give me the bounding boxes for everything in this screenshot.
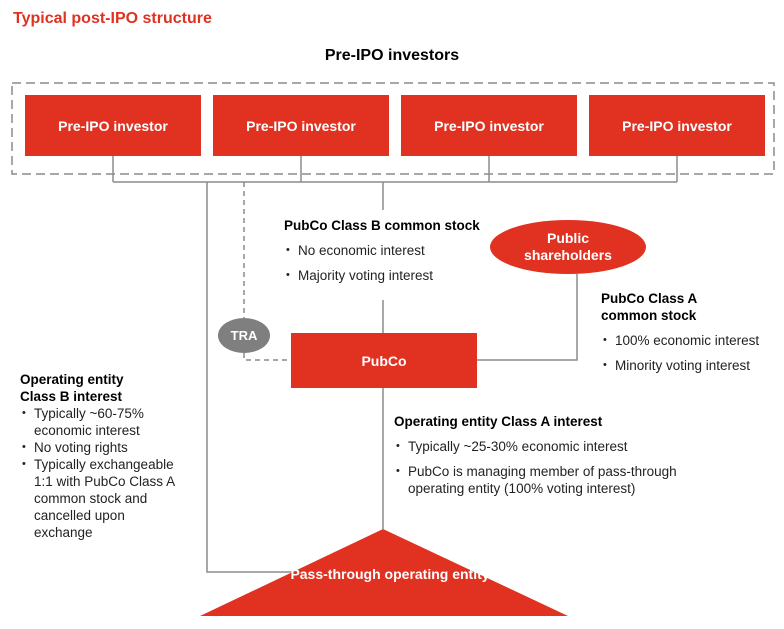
operating-entity-label: Pass-through operating entity	[290, 566, 490, 582]
pubco-class-a-heading: PubCo Class A common stock	[601, 291, 697, 323]
public-shareholders-label: Public shareholders	[524, 230, 612, 263]
connector-tra-to-pubco	[243, 353, 291, 361]
investors-group-border	[11, 82, 775, 175]
connector-public-to-pubco	[477, 274, 578, 361]
pubco-node: PubCo	[291, 333, 477, 388]
operating-entity-class-b-heading: Operating entity Class B interest	[20, 372, 124, 404]
operating-entity-class-b-bullet: Typically exchangeable 1:1 with PubCo Cl…	[20, 456, 184, 541]
pubco-class-b-bullet: Majority voting interest	[284, 267, 514, 284]
investors-group-title: Pre-IPO investors	[324, 47, 460, 64]
public-shareholders-node: Public shareholders	[490, 220, 646, 274]
pubco-class-a-bullet: Minority voting interest	[601, 357, 781, 374]
connector-investors-to-operating-entity	[206, 182, 312, 573]
operating-entity-class-a-bullet: PubCo is managing member of pass-through…	[394, 463, 708, 497]
page-title: Typical post-IPO structure	[13, 10, 212, 27]
tra-node: TRA	[218, 318, 270, 353]
operating-entity-class-a-block: Operating entity Class A interest Typica…	[394, 413, 724, 497]
pubco-class-a-block: PubCo Class A common stock 100% economic…	[601, 290, 781, 374]
operating-entity-class-b-bullet: No voting rights	[20, 439, 195, 456]
investor-box-3: Pre-IPO investor	[401, 95, 577, 156]
pubco-class-b-bullet: No economic interest	[284, 242, 514, 259]
pubco-class-a-bullet: 100% economic interest	[601, 332, 781, 349]
investor-box-4: Pre-IPO investor	[589, 95, 765, 156]
investor-box-2: Pre-IPO investor	[213, 95, 389, 156]
operating-entity-triangle	[200, 529, 568, 616]
investor-box-1: Pre-IPO investor	[25, 95, 201, 156]
operating-entity-class-a-heading: Operating entity Class A interest	[394, 414, 603, 429]
operating-entity-class-b-block: Operating entity Class B interest Typica…	[20, 371, 210, 541]
operating-entity-class-b-bullet: Typically ~60-75% economic interest	[20, 405, 154, 439]
operating-entity-class-a-bullet: Typically ~25-30% economic interest	[394, 438, 724, 455]
pubco-class-b-heading: PubCo Class B common stock	[284, 218, 480, 233]
pubco-class-b-block: PubCo Class B common stock No economic i…	[284, 217, 514, 284]
